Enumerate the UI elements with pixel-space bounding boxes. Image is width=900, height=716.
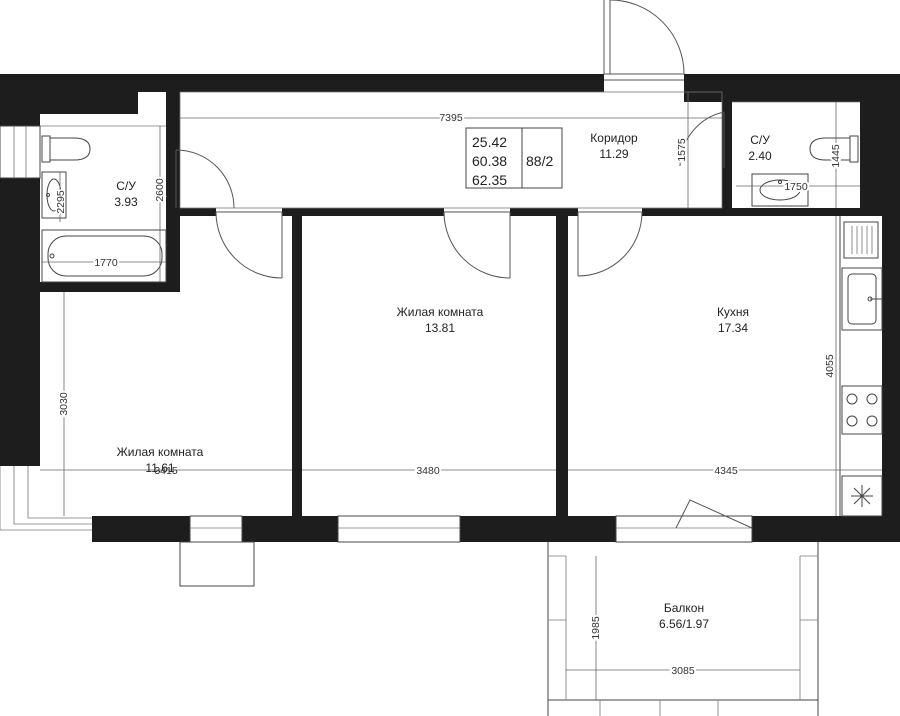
living-room-2-name: Жилая комната bbox=[397, 305, 484, 319]
total-area-value: 60.38 bbox=[472, 153, 507, 169]
balcony-name: Балкон bbox=[664, 601, 704, 615]
dim-balcony-width: 3085 bbox=[671, 665, 695, 677]
living-room-2-area: 13.81 bbox=[425, 321, 455, 335]
living-room-1-name: Жилая комната bbox=[117, 445, 204, 459]
sink-left-icon bbox=[41, 171, 67, 219]
dim-bath-left-basin: 2295 bbox=[55, 190, 67, 214]
dimension-lines bbox=[40, 92, 882, 700]
bathroom-left-fixtures bbox=[41, 135, 167, 283]
dim-living1-height: 3030 bbox=[58, 392, 70, 416]
kitchen-sink-icon bbox=[841, 267, 883, 331]
balcony-area: 6.56/1.97 bbox=[659, 617, 709, 631]
bathroom-left-area: 3.93 bbox=[114, 195, 138, 209]
kitchen-area: 17.34 bbox=[718, 321, 748, 335]
stove-icon bbox=[841, 385, 883, 435]
kitchen-fixtures bbox=[839, 216, 883, 517]
dim-bath-left-width: 1770 bbox=[94, 257, 118, 269]
dim-corridor-depth: 1575 bbox=[676, 138, 688, 162]
bathtub-icon bbox=[41, 229, 167, 283]
kitchen-name: Кухня bbox=[717, 305, 749, 319]
bathroom-right-fixtures bbox=[751, 135, 859, 207]
exterior-walls bbox=[0, 74, 900, 542]
dim-bath-left-height: 2600 bbox=[154, 178, 166, 202]
dim-corridor-length: 7395 bbox=[439, 112, 463, 124]
dim-bath-right-height: 1445 bbox=[830, 144, 842, 168]
bathroom-left-name: С/У bbox=[116, 179, 136, 193]
left-frame bbox=[0, 466, 92, 531]
living-area-value: 25.42 bbox=[472, 134, 507, 150]
total-with-balcony-value: 62.35 bbox=[472, 172, 507, 188]
dimension-labels: 7395 1575 2600 2295 1770 1445 1750 3030 … bbox=[54, 110, 845, 679]
boiler-icon bbox=[841, 475, 883, 517]
dim-kitchen-width: 4345 bbox=[714, 465, 738, 477]
fridge-icon bbox=[843, 221, 879, 259]
dim-kitchen-height: 4055 bbox=[824, 354, 836, 378]
windows bbox=[0, 125, 753, 587]
dim-living2-width: 3480 bbox=[416, 465, 440, 477]
bathroom-right-area: 2.40 bbox=[748, 149, 772, 163]
balcony-outline bbox=[547, 542, 819, 716]
dim-balcony-height: 1985 bbox=[590, 616, 602, 640]
toilet-right-icon bbox=[809, 135, 859, 163]
dim-bath-right-width: 1750 bbox=[784, 181, 808, 193]
bathroom-right-name: С/У bbox=[750, 133, 770, 147]
doors bbox=[175, 0, 753, 529]
dim-living1-width: 3415 bbox=[154, 465, 178, 477]
corridor-name: Коридор bbox=[590, 131, 638, 145]
corridor-area: 11.29 bbox=[599, 147, 628, 161]
toilet-left-icon bbox=[41, 135, 91, 163]
living-room-1-area: 11.61 bbox=[145, 461, 174, 475]
room-labels: Коридор 11.29 С/У 3.93 С/У 2.40 Жилая ко… bbox=[114, 131, 772, 631]
interior-walls bbox=[40, 92, 882, 516]
apartment-code: 88/2 bbox=[526, 153, 553, 169]
sink-right-icon bbox=[751, 173, 809, 207]
area-summary-box: 25.42 60.38 62.35 88/2 bbox=[465, 127, 563, 189]
